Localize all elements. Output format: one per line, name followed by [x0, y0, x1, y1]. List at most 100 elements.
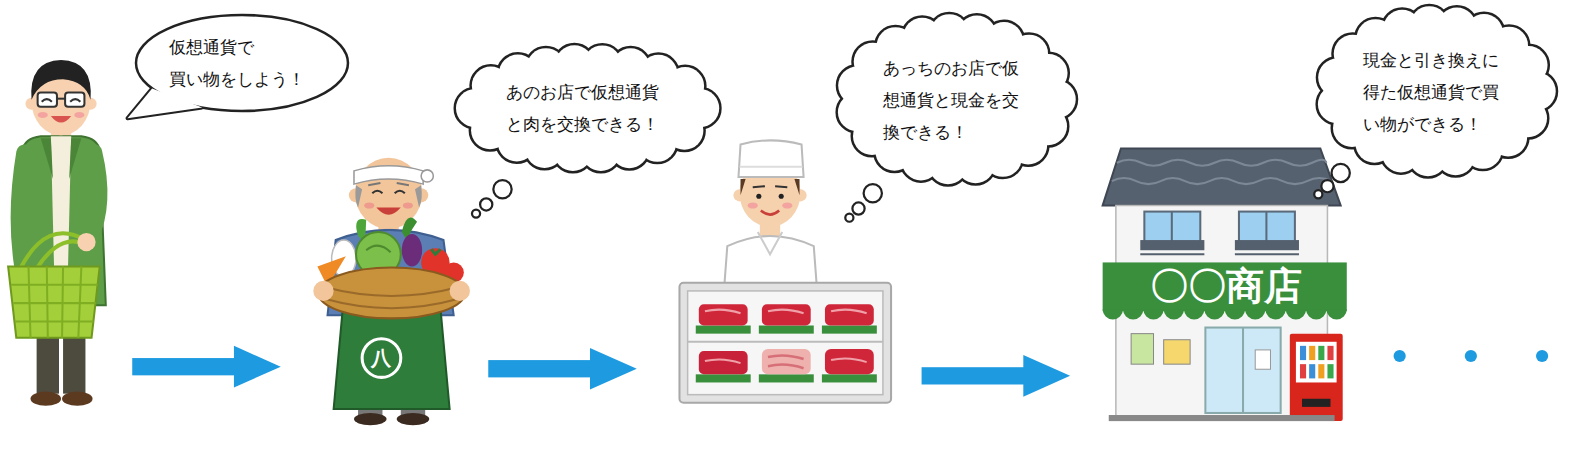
- shop-building-part: [1140, 253, 1299, 255]
- butcher-figure-part: [759, 326, 814, 334]
- man-figure-part: [90, 153, 99, 238]
- cloud-bumps-outline: [838, 15, 1076, 185]
- farmer-figure-part: [364, 202, 374, 208]
- butcher-figure: [679, 140, 891, 402]
- farmer-figure-part: [450, 281, 470, 301]
- flow-arrows-part: [488, 360, 594, 377]
- thought-bubble: あのお店で仮想通貨 と肉を交換できる！: [453, 42, 722, 174]
- shop-building-part: [1255, 350, 1270, 369]
- man-figure-part: [11, 267, 97, 338]
- farmer-figure-part: [313, 281, 333, 301]
- flow-arrows-part: [234, 346, 281, 388]
- shop-building-part: [1205, 328, 1280, 413]
- shop-building-part: [1309, 346, 1315, 360]
- bubble-text-box: あっちのお店で仮 想通貨と現金を交 換できる！: [883, 52, 1029, 148]
- shop-building-part: [1116, 205, 1328, 264]
- man-figure-part: [38, 112, 48, 118]
- label-holder: 〇〇商店: [1150, 266, 1302, 308]
- farmer-figure-part: [354, 166, 423, 184]
- man-figure-part: [51, 116, 71, 123]
- bubble-text-box: 現金と引き換えに 得た仮想通貨で買 い物ができる！: [1363, 44, 1509, 140]
- shop-building-part: [1318, 364, 1324, 378]
- flow-arrows: [132, 346, 1070, 397]
- thought-trail-part: [493, 180, 511, 198]
- farmer-figure-part: [366, 246, 390, 253]
- man-figure-part: [41, 138, 53, 179]
- butcher-figure-part: [759, 374, 814, 382]
- farmer-figure: [313, 158, 470, 426]
- shop-building-part: [1300, 364, 1306, 378]
- cloud-bumps-fill: [456, 45, 719, 171]
- cloud-bumps-fill: [1318, 6, 1556, 176]
- butcher-figure-part: [762, 349, 811, 374]
- shop-building-part: [1290, 334, 1343, 421]
- shop-building-part: [1242, 328, 1244, 413]
- bubble-tail-fill: [128, 88, 203, 118]
- shop-building-part: [1109, 415, 1335, 421]
- thought-trail-part: [480, 198, 492, 210]
- man-figure-part: [69, 138, 81, 179]
- butcher-figure-part: [688, 291, 883, 395]
- farmer-figure-part: [354, 413, 387, 425]
- man-figure-part: [57, 98, 65, 100]
- shop-building-part: [1112, 160, 1332, 184]
- shop-building-part: [1235, 240, 1299, 250]
- shop-building-part: [1327, 364, 1333, 378]
- shop-building-part: [1164, 340, 1190, 364]
- butcher-figure-part: [822, 374, 877, 382]
- continuation-dots-part: [1394, 350, 1406, 362]
- cloud-bumps-outline: [1318, 6, 1556, 176]
- butcher-figure-part: [696, 326, 751, 334]
- cloud-core: [855, 33, 1057, 165]
- thought-trail-part: [845, 214, 853, 222]
- butcher-figure-part: [825, 304, 874, 325]
- shop-building-part: [1327, 346, 1333, 360]
- man-figure-part: [42, 99, 81, 102]
- thought-trail-part: [1332, 164, 1350, 182]
- farmer-figure-part: [397, 413, 430, 425]
- man-figure-part: [8, 267, 100, 338]
- thought-bubble: 現金と引き換えに 得た仮想通貨で買 い物ができる！: [1313, 3, 1559, 179]
- bubble-outline: [453, 42, 722, 174]
- thought-trail-part: [1321, 180, 1333, 192]
- man-figure-part: [74, 112, 84, 118]
- continuation-dots-part: [1465, 350, 1477, 362]
- thought-bubble: あっちのお店で仮 想通貨と現金を交 換できる！: [833, 11, 1079, 187]
- man-figure-part: [62, 392, 93, 406]
- bubble-outline: [132, 11, 352, 115]
- farmer-figure-part: [376, 208, 400, 215]
- butcher-figure-part: [738, 140, 803, 177]
- bubble-text-box: 仮想通貨で 買い物をしよう！: [169, 31, 315, 95]
- shop-building-part: [1103, 149, 1341, 206]
- farmer-figure-part: [431, 249, 440, 254]
- cloud-core: [475, 64, 700, 152]
- butcher-figure-part: [699, 304, 748, 325]
- butcher-figure-part: [762, 304, 811, 325]
- shop-building-part: [1131, 334, 1153, 365]
- farmer-figure-part: [323, 287, 459, 308]
- shop-building-part: [1318, 346, 1324, 360]
- shop-building-part: [1296, 342, 1337, 383]
- butcher-figure-part: [748, 202, 758, 208]
- shop-building-part: [1103, 309, 1347, 319]
- flow-arrows-part: [1023, 355, 1070, 397]
- butcher-figure-part: [724, 236, 817, 287]
- thought-trail-part: [852, 202, 864, 214]
- butcher-figure-part: [758, 232, 782, 254]
- farmer-figure-part: [368, 183, 409, 185]
- apron-mark: 八: [371, 347, 391, 369]
- man-figure: [8, 60, 106, 406]
- bubble-text: あのお店で仮想通貨 と肉を交換できる！: [506, 76, 669, 140]
- butcher-figure-part: [753, 186, 788, 187]
- continuation-dots: [1394, 350, 1549, 362]
- farmer-figure-part: [318, 268, 464, 319]
- bubble-text: 仮想通貨で 買い物をしよう！: [169, 31, 315, 95]
- farmer-figure-part: [421, 170, 433, 182]
- bubble-text: 現金と引き換えに 得た仮想通貨で買 い物ができる！: [1363, 44, 1509, 140]
- butcher-figure-part: [756, 194, 761, 199]
- cloud-core: [1335, 25, 1537, 157]
- butcher-figure-part: [822, 326, 877, 334]
- flow-arrows-part: [922, 367, 1028, 384]
